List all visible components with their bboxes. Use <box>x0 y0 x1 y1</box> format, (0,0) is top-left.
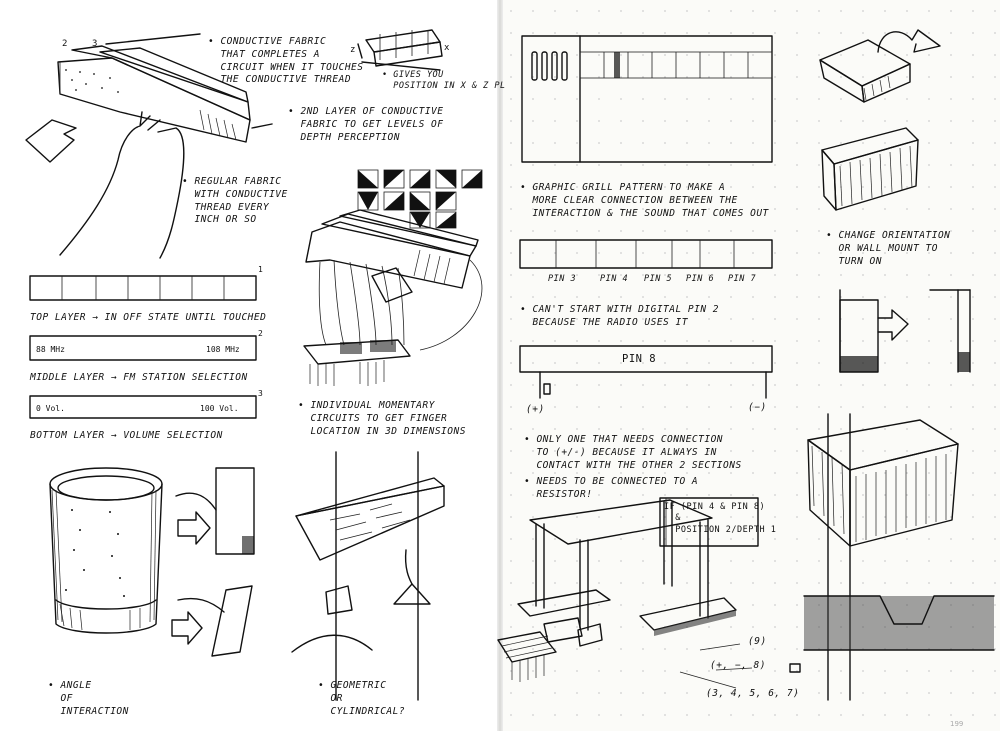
note-angle-interaction: • Angle of interaction <box>48 680 129 717</box>
note-change-orientation: • Change orientation or wall mount to tu… <box>826 230 951 267</box>
note-middle-layer: Middle layer → FM station selection <box>30 372 248 383</box>
note-xyz-position: • Gives you position in x & z pl <box>382 70 506 92</box>
minus-label: (−) <box>748 402 767 413</box>
note-bottom-layer: Bottom layer → volume selection <box>30 430 223 441</box>
wall-unit-sketch <box>803 413 995 701</box>
callout-pins-list: (3, 4, 5, 6, 7) <box>706 688 800 699</box>
bottom-layer-bar <box>29 395 257 419</box>
grill-panel-sketch <box>291 451 445 701</box>
note-resistor: • Needs to be connected to a resistor! <box>524 476 699 500</box>
note-graphic-grill: • Graphic grill pattern to make a more c… <box>520 182 769 219</box>
axis-x: x <box>444 43 450 53</box>
layered-fabric-sketch: 2 3 <box>25 33 273 259</box>
xyz-axis-sketch: z x <box>350 29 450 71</box>
top-layer-bar <box>29 275 257 301</box>
pin-label-6: Pin 6 <box>686 274 715 284</box>
note-top-layer: Top layer → in off state until touched <box>30 312 267 323</box>
vol-high-label: 100 Vol. <box>200 404 239 413</box>
pin8-label: Pin 8 <box>622 353 657 365</box>
note-geometric-cylindrical: • Geometric or cylindrical? <box>318 680 406 717</box>
layer-label-2: 2 <box>258 329 263 338</box>
middle-layer-bar <box>29 335 257 361</box>
pin8-bar <box>519 345 773 399</box>
pin-label-5: Pin 5 <box>644 274 673 284</box>
touch-panel-sketch <box>171 467 255 657</box>
code-condition: if (pin 4 & pin 8) & position 2/depth 1 <box>664 502 777 535</box>
pin-label-7: Pin 7 <box>728 274 757 284</box>
triangle-pattern <box>357 169 483 229</box>
orientation-sketch <box>819 29 941 211</box>
layers-circuit-sketch <box>303 209 483 386</box>
wall-mount-diagram <box>839 289 971 373</box>
pin-bar <box>519 239 773 269</box>
note-momentary-circuits: • Individual momentary circuits to get f… <box>298 400 466 437</box>
layer-num-3: 3 <box>92 39 97 49</box>
plus-label: (+) <box>526 404 545 415</box>
pin-label-3: Pin 3 <box>548 274 577 284</box>
note-second-layer: • 2nd layer of conductive fabric to get … <box>288 106 444 143</box>
cylinder-sketch <box>49 467 163 634</box>
callout-nine: (9) <box>748 636 767 647</box>
layer-num-2: 2 <box>62 39 67 49</box>
frame-structure-sketch <box>497 497 801 689</box>
note-only-one-connection: • Only one that needs connection to (+/-… <box>524 434 742 471</box>
fm-low-label: 88 MHz <box>36 345 65 354</box>
layer-label-1: 1 <box>258 265 263 274</box>
callout-plus-minus-eight: (+, −, 8) <box>710 660 766 671</box>
layer-label-3: 3 <box>258 389 263 398</box>
note-regular-fabric: • Regular fabric with conductive thread … <box>182 176 288 226</box>
pin-label-4: Pin 4 <box>600 274 629 284</box>
page-gutter <box>497 0 503 731</box>
fm-high-label: 108 MHz <box>206 345 240 354</box>
axis-z: z <box>350 45 355 55</box>
note-conductive-fabric: • Conductive fabric that completes a cir… <box>208 36 364 86</box>
grill-elevation <box>521 35 773 163</box>
vol-low-label: 0 Vol. <box>36 404 65 413</box>
note-digital-pin: • Can't start with digital pin 2 because… <box>520 304 720 328</box>
page-number: 199 <box>950 720 964 728</box>
